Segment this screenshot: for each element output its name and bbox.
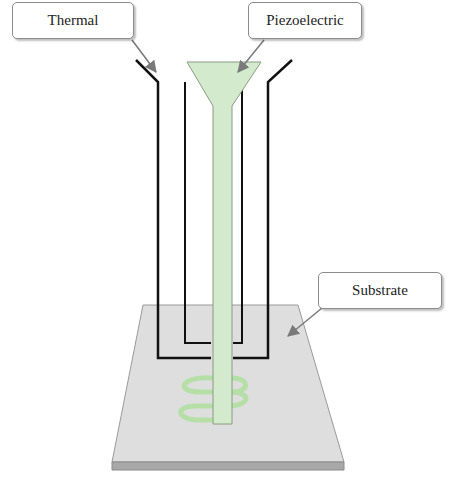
callout-label: Substrate — [352, 282, 408, 299]
nozzle-wall — [233, 60, 292, 358]
callout-box: Thermal — [12, 2, 134, 39]
callout-arrow — [132, 40, 156, 72]
callout-label: Piezoelectric — [266, 12, 343, 29]
nozzle-wall — [233, 82, 242, 343]
callout-arrow — [238, 40, 264, 72]
callout-box: Substrate — [318, 272, 442, 309]
nozzle-wall — [136, 60, 211, 358]
nozzle-wall — [185, 82, 211, 343]
printed-trace — [232, 378, 246, 392]
ink-channel — [187, 62, 261, 424]
substrate-edge — [112, 462, 344, 470]
callout-label: Thermal — [48, 12, 99, 29]
callout-arrow — [288, 308, 322, 336]
callout-box: Piezoelectric — [248, 2, 362, 39]
